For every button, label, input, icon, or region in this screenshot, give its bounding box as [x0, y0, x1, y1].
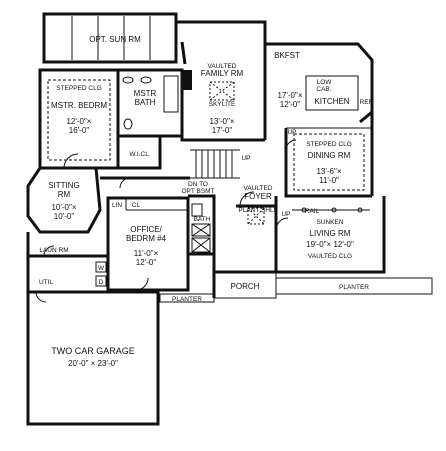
sitting-rm-label-2: RM: [58, 190, 71, 199]
mstr-bedrm-dims1: 12'-0"×: [66, 117, 91, 126]
living-rm-dims: 19'-0"× 12'-0": [306, 240, 354, 249]
sun-rm-label: OPT. SUN RM: [89, 35, 141, 44]
stair-dn-label-2: OPT BSMT: [181, 188, 214, 195]
sitting-rm-label-1: SITTING: [48, 181, 80, 190]
living-rm-label: LIVING RM: [310, 229, 351, 238]
porch-label: PORCH: [231, 282, 260, 291]
skylite-label: SKYLITE: [209, 101, 236, 108]
fireplace: [182, 70, 192, 90]
mstr-bedrm-label: MSTR. BEDRM: [51, 101, 107, 110]
mstr-bath-label-2: BATH: [135, 98, 156, 107]
living-rm-note1: SUNKEN: [316, 219, 343, 226]
garage-dims: 20'-0" × 23'-0": [68, 359, 118, 368]
dryer-label: D: [99, 279, 104, 286]
dining-rm-dims2: 11'-0": [319, 176, 339, 185]
foyer-label: FOYER: [244, 192, 272, 201]
sitting-rm-dims2: 10'-0": [54, 212, 75, 221]
wicl-label: W.I.CL.: [129, 151, 151, 158]
foyer-note: VAULTED: [243, 185, 272, 192]
foyer-plant-label: PLANT SHLF: [238, 207, 277, 214]
ref-label: REF: [360, 99, 373, 106]
living-rail-label: RAIL: [305, 208, 320, 215]
office-dims2: 12'-0": [136, 258, 157, 267]
office-dims1: 11'-0"×: [134, 249, 159, 258]
washer-label: W: [98, 265, 105, 272]
dining-up-label: UP: [287, 129, 296, 136]
laun-rm-label: LAUN RM: [39, 247, 68, 254]
family-rm-label: FAMILY RM: [201, 69, 244, 78]
planter-right-label: PLANTER: [339, 284, 369, 291]
foyer-up-label: UP: [281, 211, 290, 218]
interior-details: [35, 16, 433, 410]
dining-rm-note: STEPPED CLG: [306, 141, 352, 148]
office-label-1: OFFICE/: [130, 225, 162, 234]
stair-dn-label-1: DN TO: [188, 181, 208, 188]
bath-label: BATH: [194, 216, 211, 223]
dining-rm-label: DINING RM: [308, 151, 351, 160]
living-rm-note2: VAULTED CLG: [308, 253, 352, 260]
kitchen-dims1: 17'-0"×: [277, 91, 302, 100]
bkfst-label: BKFST: [274, 51, 300, 60]
stair-up-label: UP: [241, 155, 250, 162]
kitchen-cab-label: CAB.: [316, 86, 331, 93]
office-label-2: BEDRM #4: [126, 234, 167, 243]
kitchen-label: KITCHEN: [314, 97, 349, 106]
util-label: UTIL: [39, 279, 53, 286]
lin-label: LIN: [112, 202, 122, 209]
mstr-bedrm-dims2: 16'-0": [69, 126, 90, 135]
kitchen-low-label: LOW: [317, 79, 333, 86]
family-rm-dims2: 17'-0": [212, 126, 233, 135]
garage-label: TWO CAR GARAGE: [51, 346, 135, 356]
kitchen-dims2: 12'-0": [280, 100, 301, 109]
family-rm-dims1: 13'-0"×: [209, 117, 234, 126]
sitting-rm-dims1: 10'-0"×: [51, 203, 76, 212]
room-labels: OPT. SUN RM VAULTED FAMILY RM SKYLITE 13…: [39, 35, 373, 368]
cl-label: CL: [132, 202, 141, 209]
mstr-bath-label-1: MSTR: [134, 89, 157, 98]
dining-rm-dims1: 13'-6"×: [316, 167, 341, 176]
mstr-bedrm-note: STEPPED CLG: [56, 85, 102, 92]
family-rm-note: VAULTED: [207, 63, 236, 70]
planter-left-label: PLANTER: [172, 296, 202, 303]
